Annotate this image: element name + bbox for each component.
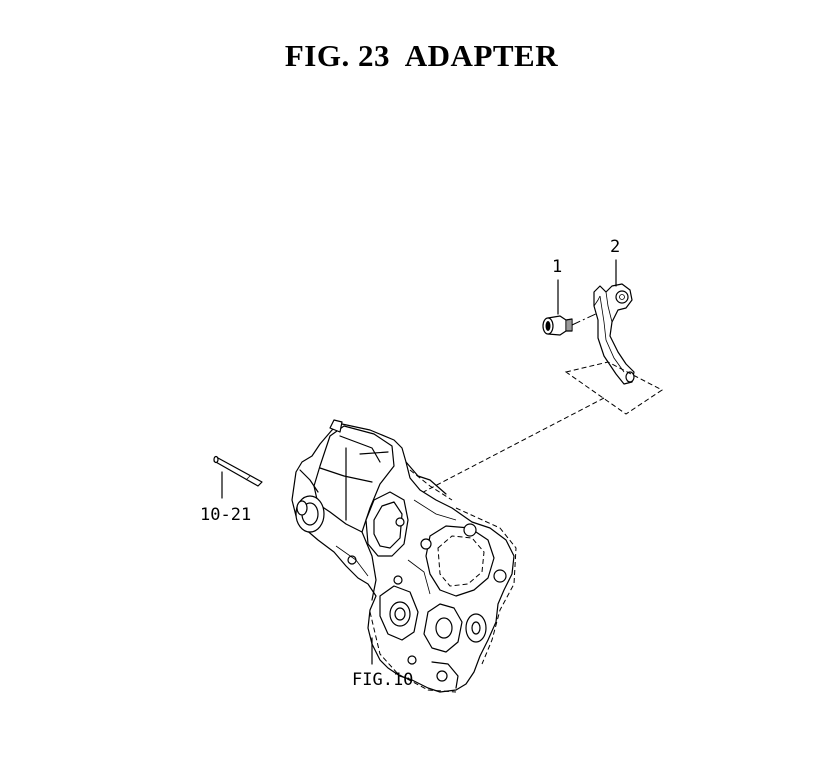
part-1-axis xyxy=(571,311,601,326)
callout-part-2: 2 xyxy=(610,237,620,257)
part-2-adapter-bracket xyxy=(593,283,635,385)
assembly-line xyxy=(407,397,605,501)
callout-part-10-21: 10-21 xyxy=(200,505,251,525)
callout-fig-10-reference: FIG.10 xyxy=(352,670,413,690)
figure-name: ADAPTER xyxy=(404,38,559,73)
callout-part-1: 1 xyxy=(552,257,562,277)
figure-title: FIG. 23 ADAPTER xyxy=(0,38,817,74)
figure-number: FIG. 23 xyxy=(284,38,390,73)
part-1-plug xyxy=(542,315,573,336)
part-10-21-pin xyxy=(213,455,263,487)
gear-case-housing xyxy=(291,419,517,693)
mounting-face-outline xyxy=(564,361,663,415)
